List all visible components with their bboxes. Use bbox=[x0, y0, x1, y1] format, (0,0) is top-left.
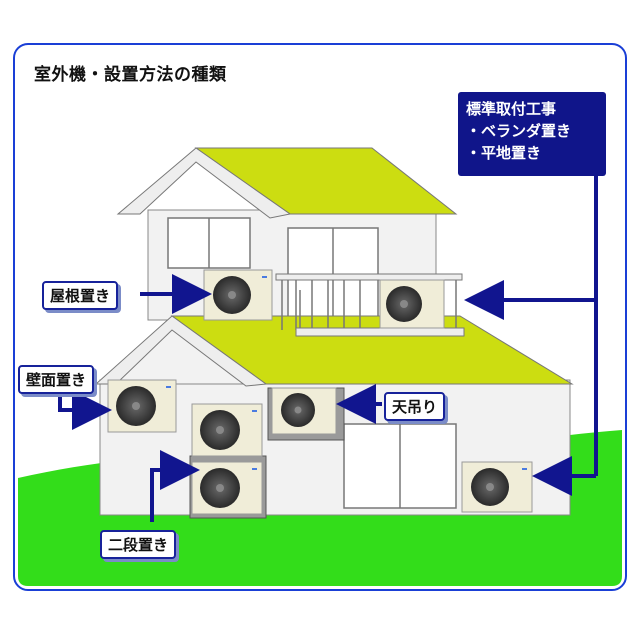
arrows bbox=[58, 176, 598, 522]
ac-unit-balcony bbox=[379, 279, 445, 329]
standard-heading: 標準取付工事 bbox=[466, 100, 557, 118]
upper-gable bbox=[116, 147, 292, 219]
ac-unit-double-top bbox=[191, 403, 263, 457]
label-ceiling: 天吊り bbox=[384, 392, 446, 421]
ac-unit-double-bottom bbox=[191, 461, 263, 515]
label-roof: 屋根置き bbox=[42, 281, 119, 310]
balcony-railing bbox=[281, 280, 457, 332]
balcony-floor bbox=[295, 327, 465, 337]
ac-unit-ceiling bbox=[271, 387, 337, 435]
ac-unit-ground bbox=[461, 461, 533, 513]
arrow-wall bbox=[58, 388, 112, 430]
label-wall: 壁面置き bbox=[18, 365, 95, 394]
page-title: 室外機・設置方法の種類 bbox=[34, 65, 227, 85]
balcony-rail-top bbox=[275, 273, 463, 281]
standard-item-ground: ・平地置き bbox=[466, 144, 542, 162]
standard-install-box: 標準取付工事 ・ベランダ置き ・平地置き bbox=[458, 92, 606, 176]
label-double: 二段置き bbox=[100, 530, 177, 559]
ac-unit-wall bbox=[107, 379, 177, 433]
ac-unit-roof bbox=[203, 269, 273, 321]
standard-item-balcony: ・ベランダ置き bbox=[466, 122, 572, 140]
arrow-double bbox=[150, 450, 200, 522]
